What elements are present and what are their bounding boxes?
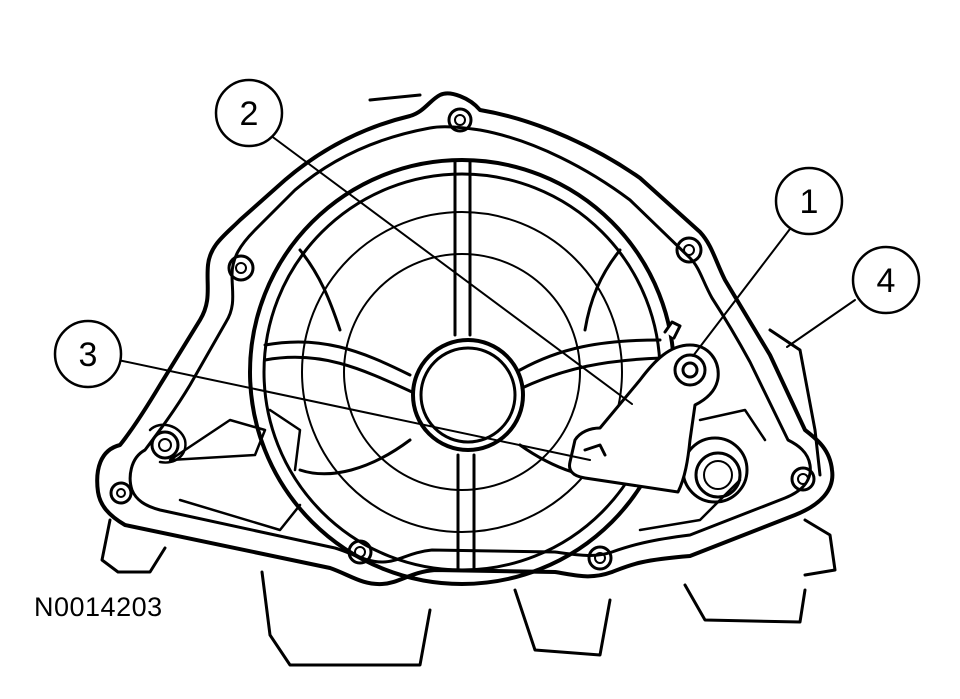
callout-circle-4 — [851, 245, 921, 315]
callout-number-3: 3 — [79, 336, 98, 374]
bolt-holes — [109, 107, 816, 571]
leader-2 — [269, 134, 633, 405]
lower-housing — [100, 93, 837, 667]
callout-number-4: 4 — [877, 262, 896, 300]
leader-3 — [117, 359, 591, 461]
callout-circles — [53, 78, 921, 389]
bell-housing — [248, 158, 676, 586]
manual-lever — [568, 320, 720, 494]
inner-flange — [128, 125, 812, 564]
callout-circle-1 — [774, 166, 844, 236]
radial-ribs — [263, 160, 664, 572]
figure-id: N0014203 — [34, 592, 163, 622]
leader-lines — [117, 134, 856, 461]
callout-circle-2 — [214, 78, 284, 148]
side-port — [681, 436, 749, 504]
callout-number-2: 2 — [240, 95, 259, 133]
outer-flange — [95, 91, 835, 587]
leader-1 — [692, 224, 794, 357]
callout-number-1: 1 — [800, 183, 819, 221]
callout-circle-3 — [53, 319, 123, 389]
web-detail — [148, 408, 767, 532]
leader-4 — [786, 299, 856, 348]
